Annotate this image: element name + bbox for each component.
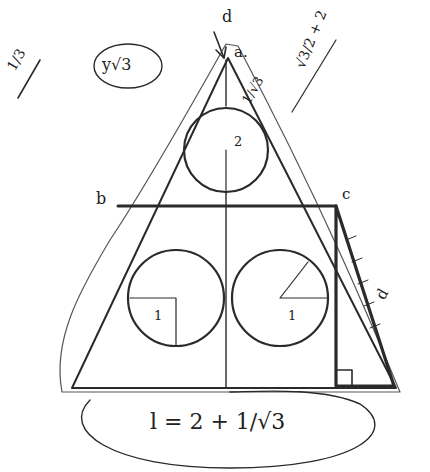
radius-number: 1 [154,308,162,323]
circle-shape: 1 [126,248,226,348]
circle-shape: 2 [182,106,270,194]
circle-outline [230,248,330,348]
radius-number: 2 [234,134,242,149]
sketch-label: √3/2 + 2 [293,8,330,70]
circle-outline [182,106,270,194]
circle-outline [126,248,226,348]
sketch-label: l = 2 + 1/√3 [150,410,285,434]
sketch-label: b [96,190,106,208]
radius-number: 1 [288,308,296,323]
sketch-label: d [222,8,232,26]
sketch-label: d [373,286,392,303]
sketch-label: 1/√3 [240,74,267,106]
sketch-label: 1/3 [4,46,29,73]
sketch-label: a. [234,44,248,61]
circle-shape: 1 [230,248,330,348]
sketch-label: c [342,186,350,203]
sketch-label: y√3 [102,56,131,74]
